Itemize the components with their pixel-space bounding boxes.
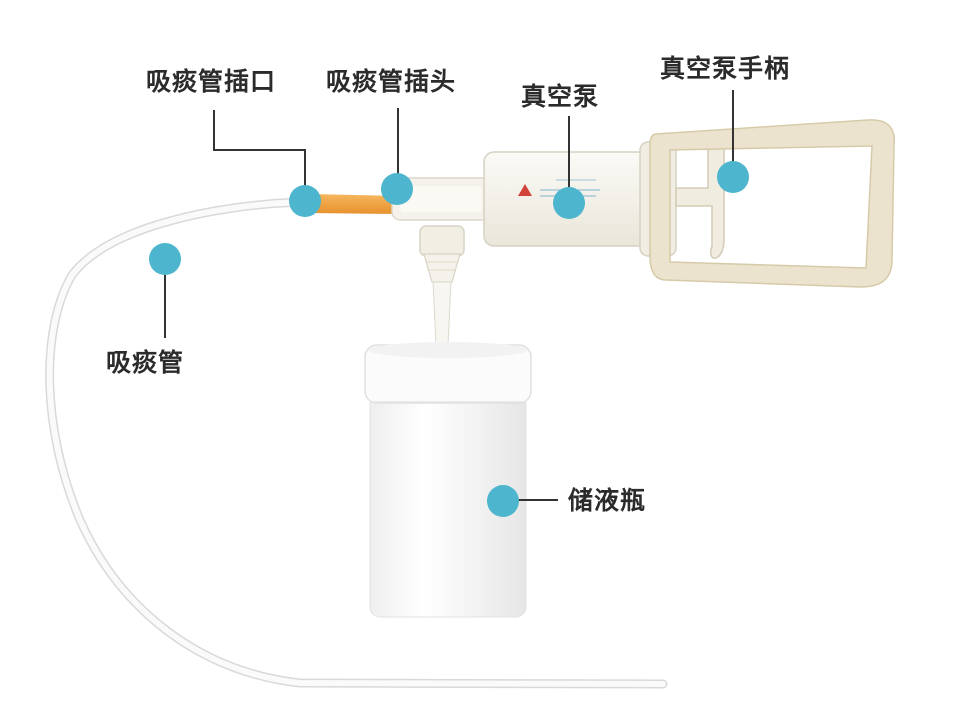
storage-bottle — [364, 342, 532, 618]
bottle-stem — [419, 225, 465, 346]
label-suction-tube: 吸痰管 — [106, 348, 185, 377]
label-suction-tube-port: 吸痰管插口 — [146, 67, 277, 96]
leader-line-suction-port — [213, 110, 306, 200]
marker-vacuum-pump — [553, 187, 585, 219]
marker-bottle — [487, 485, 519, 517]
suction-tube — [45, 197, 668, 689]
marker-suction-tube — [149, 243, 181, 275]
marker-pump-handle — [717, 161, 749, 193]
marker-suction-port — [289, 185, 321, 217]
label-vacuum-pump: 真空泵 — [521, 82, 600, 111]
label-suction-tube-plug: 吸痰管插头 — [326, 67, 457, 96]
markers — [149, 161, 749, 517]
label-vacuum-pump-handle: 真空泵手柄 — [660, 54, 791, 83]
pump-handle-frame — [649, 119, 896, 288]
label-liquid-storage-bottle: 储液瓶 — [568, 486, 647, 515]
marker-suction-plug — [381, 173, 413, 205]
suction-plug — [310, 194, 398, 214]
